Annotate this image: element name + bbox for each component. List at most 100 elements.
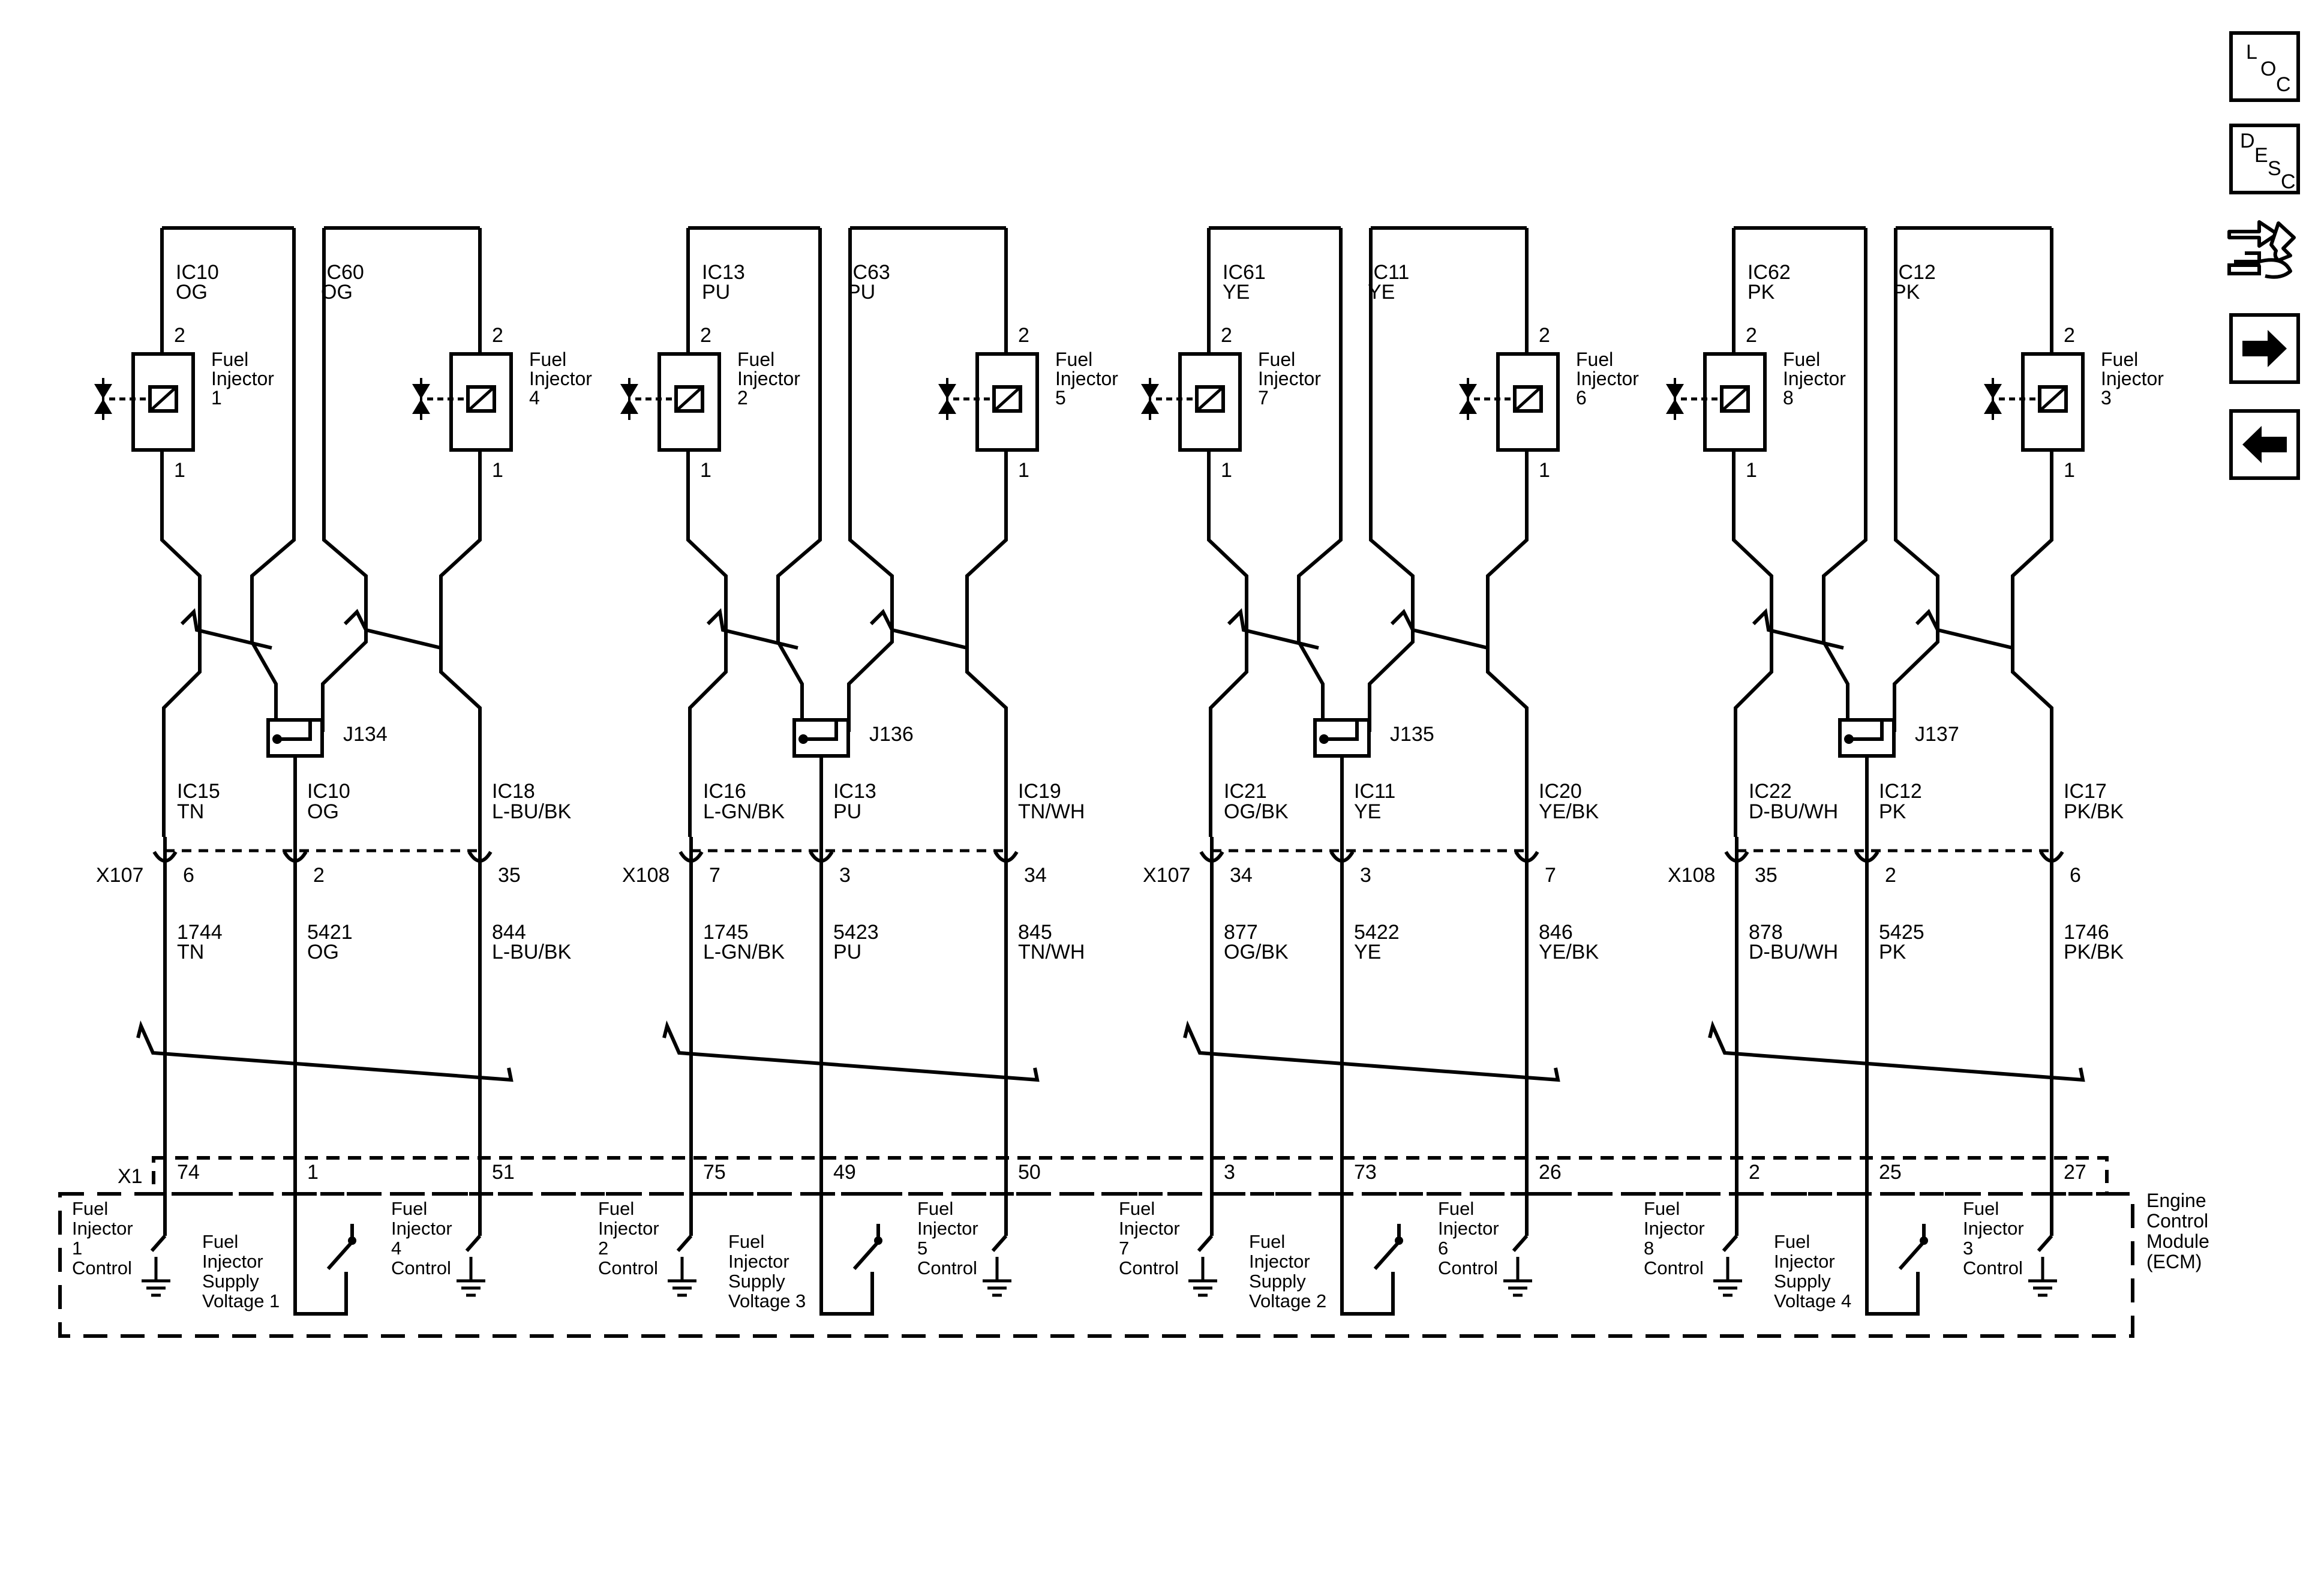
inline-pin-number: 35 (1755, 864, 1777, 887)
injector-name-line3: 5 (1055, 387, 1066, 409)
injector-circuit-label: IC63 (847, 261, 890, 284)
fuel-injector-symbol (1496, 352, 1560, 452)
solenoid-slash (149, 386, 178, 412)
component-diagram-link-icon[interactable] (2223, 214, 2302, 286)
ecm-left-function-label: Injector (1119, 1218, 1180, 1239)
injector-b-control-wire (965, 228, 1008, 837)
supply-switch-loop (1865, 1272, 1920, 1316)
injector-b-supply-wire (1368, 228, 1415, 732)
ecm-pin-number: 26 (1539, 1161, 1562, 1184)
injector-name-line1: Fuel (2101, 349, 2138, 370)
solenoid-coil-icon (992, 385, 1022, 413)
injector-pin-bottom: 1 (1746, 459, 1757, 482)
injector-b-supply-wire (847, 228, 894, 732)
injector-name-line3: 2 (737, 387, 748, 409)
ecm-supply-function-label: Fuel (728, 1231, 764, 1252)
ecm-right-function-label: Control (1963, 1257, 2023, 1278)
ecm-pin-number: 25 (1879, 1161, 1902, 1184)
twisted-pair-marker-a (706, 608, 798, 650)
ecm-supply-function-label: Supply (1774, 1271, 1831, 1292)
desc-letter-e: E (2254, 144, 2268, 167)
injector-group-3: J13521FuelInjector7IC61YE21FuelInjector6… (1119, 226, 1639, 1316)
connector-pin-icon (1329, 851, 1355, 863)
harness-color-label: TN/WH (1018, 800, 1085, 823)
injector-name-line1: Fuel (1055, 349, 1092, 370)
solenoid-slash (993, 386, 1022, 412)
ecm-pin-number: 2 (1749, 1161, 1760, 1184)
ecm-supply-function-label: Injector (728, 1251, 789, 1272)
ecm-pin-number: 73 (1354, 1161, 1377, 1184)
splice-link (1323, 720, 1359, 741)
ecm-label-line2: Control (2146, 1210, 2208, 1232)
injector-group-4: J13721FuelInjector8IC62PK21FuelInjector3… (1644, 226, 2164, 1316)
control-switch-icon (991, 1235, 1008, 1252)
injector-name-line2: Injector (1258, 368, 1321, 389)
ecm-label-line3: Module (2146, 1230, 2209, 1252)
ecm-right-function-label: Control (1438, 1257, 1498, 1278)
fuel-injector-symbol (1178, 352, 1242, 452)
ecm-supply-function-label: Fuel (1249, 1231, 1285, 1252)
inline-connector-label: X108 (1668, 864, 1715, 887)
harness-color-label: PU (833, 800, 861, 823)
control-switch-icon (150, 1235, 167, 1252)
injector-circuit-label: IC11 (1368, 261, 1409, 284)
ecm-right-function-label: Injector (917, 1218, 978, 1239)
supply-switch-icon (1898, 1241, 1926, 1270)
circuit-number-label: 878 (1749, 921, 1783, 944)
supply-switch-icon (326, 1241, 354, 1270)
injector-color-label: OG (176, 281, 208, 304)
ecm-supply-function-label: Injector (1249, 1251, 1310, 1272)
fuel-injector-symbol (449, 352, 513, 452)
injector-name-line1: Fuel (529, 349, 566, 370)
connector-pin-icon (678, 851, 704, 863)
ecm-left-function-label: Fuel (598, 1198, 634, 1219)
ecm-pin-number: 75 (703, 1161, 726, 1184)
control-switch-icon (1512, 1235, 1529, 1252)
inline-pin-number: 34 (1230, 864, 1253, 887)
injector-a-control-wire (686, 228, 728, 837)
circuit-color-label: TN (177, 941, 204, 963)
harness-circuit-label: IC19 (1018, 780, 1061, 803)
harness-color-label: TN (177, 800, 204, 823)
supply-switch-loop (819, 1272, 874, 1316)
splice-label: J134 (343, 723, 388, 746)
injector-group-1: J13421FuelInjector1IC10OG21FuelInjector4… (72, 226, 592, 1316)
ecm-right-function-label: 3 (1963, 1238, 1973, 1259)
harness-color-label: YE/BK (1539, 800, 1599, 823)
inline-connector-label: X107 (1143, 864, 1190, 887)
next-page-button[interactable] (2229, 313, 2300, 384)
circuit-color-label: YE (1354, 941, 1381, 963)
harness-color-label: OG (307, 800, 339, 823)
previous-page-button[interactable] (2229, 409, 2300, 480)
injector-a-control-wire (1732, 228, 1773, 837)
ecm-left-function-label: Injector (1644, 1218, 1705, 1239)
twisted-pair-marker-b (1390, 608, 1488, 650)
ecm-right-function-label: Fuel (1963, 1198, 1999, 1219)
connector-pin-icon (809, 851, 834, 863)
connector-pin-icon (993, 851, 1019, 863)
circuit-color-label: D-BU/WH (1749, 941, 1838, 963)
splice-link (802, 720, 838, 741)
injector-circuit-label: IC13 (702, 261, 745, 284)
description-button[interactable]: D E S C (2229, 124, 2300, 194)
location-button[interactable]: L O C (2229, 31, 2300, 102)
ecm-supply-function-label: Voltage 2 (1249, 1290, 1326, 1311)
injector-pin-bottom: 1 (1018, 459, 1029, 482)
inline-pin-number: 3 (1360, 864, 1371, 887)
control-switch-icon (465, 1235, 482, 1252)
ecm-right-function-label: Fuel (391, 1198, 427, 1219)
x1-connector-outline (152, 1156, 2109, 1196)
solenoid-slash (2038, 386, 2067, 412)
circuit-color-label: OG/BK (1224, 941, 1289, 963)
injector-color-label: OG (321, 281, 353, 304)
fuel-injector-symbol (1703, 352, 1767, 452)
twisted-pair-marker-a (1752, 608, 1844, 650)
solenoid-coil-icon (466, 385, 496, 413)
injector-a-supply-wire (1822, 228, 1867, 732)
ecm-left-function-label: Control (1119, 1257, 1179, 1278)
ecm-pin-number: 51 (492, 1161, 515, 1184)
circuit-number-label: 5421 (307, 921, 353, 944)
ecm-left-function-label: Control (598, 1257, 658, 1278)
ecm-label-line4: (ECM) (2146, 1251, 2202, 1272)
